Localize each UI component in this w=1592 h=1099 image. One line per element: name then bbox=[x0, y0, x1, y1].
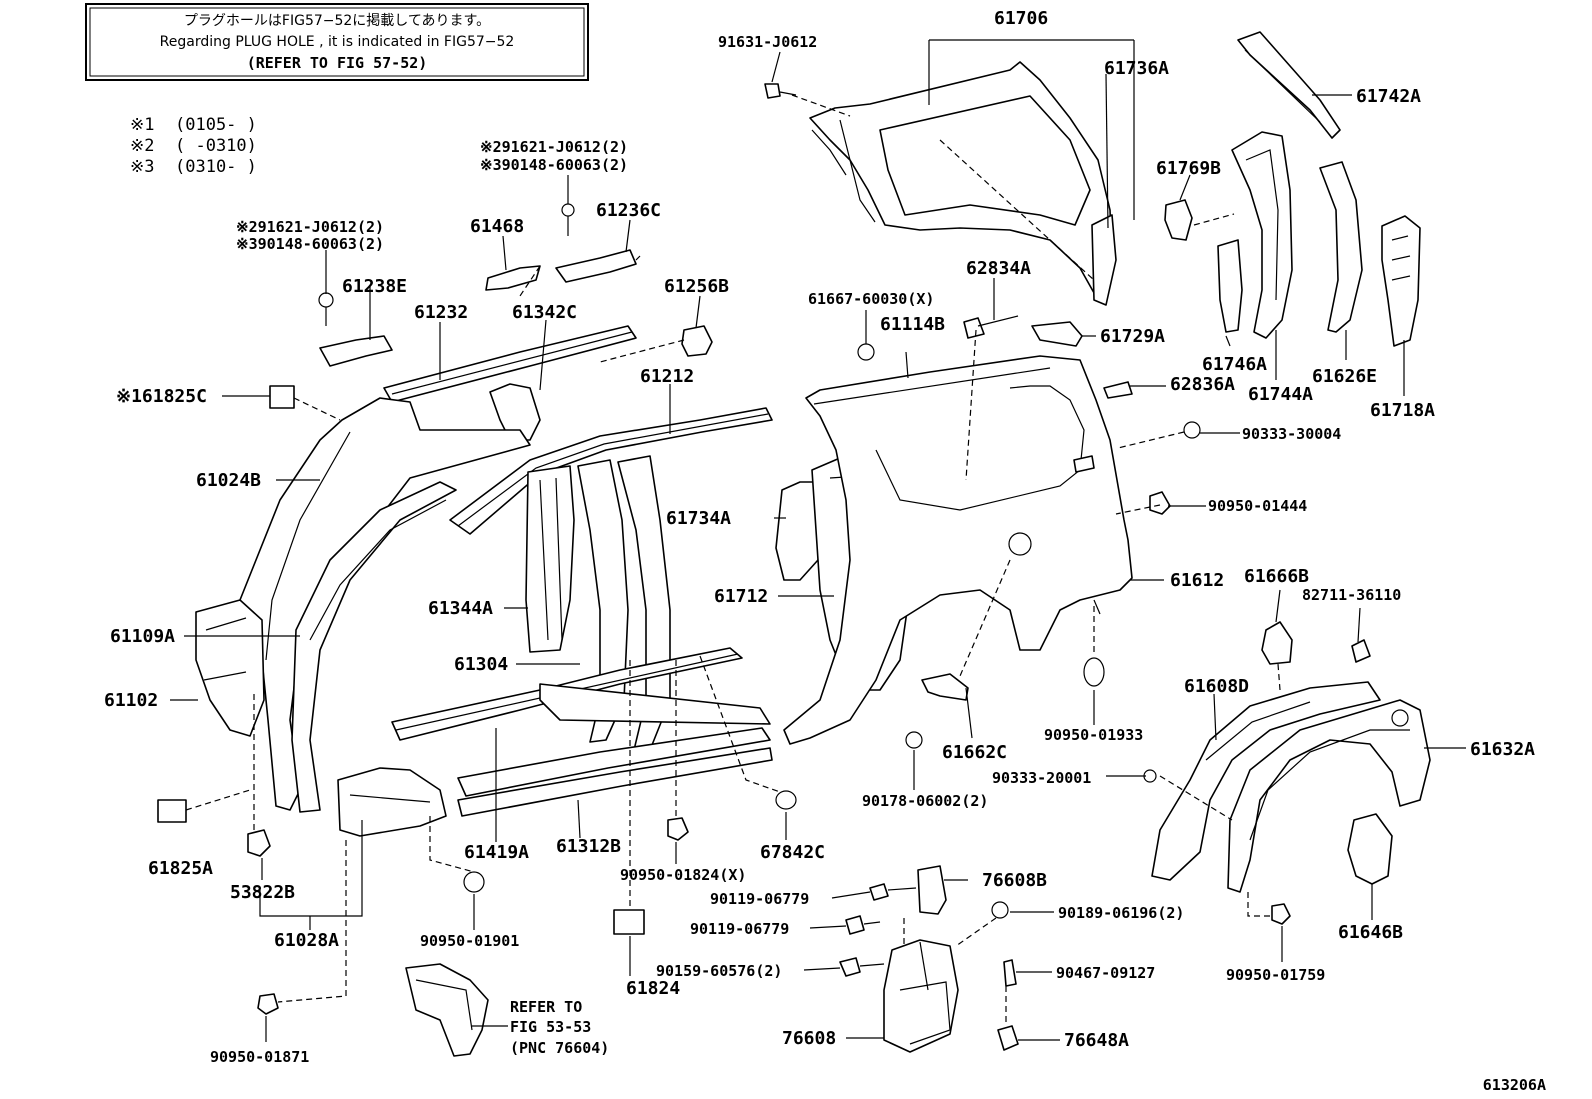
label-61232: 61232 bbox=[414, 302, 468, 323]
label-76608: 76608 bbox=[782, 1028, 836, 1049]
label-61304: 61304 bbox=[454, 654, 508, 675]
serial-range-3: (0310- ) bbox=[175, 157, 257, 177]
label-90467-09127: 90467-09127 bbox=[1056, 964, 1155, 982]
label-61419a: 61419A bbox=[464, 842, 529, 863]
label-61608d: 61608D bbox=[1184, 676, 1249, 697]
serial-range-legend: ※1 (0105- ) ※2 ( -0310) ※3 (0310- ) bbox=[130, 115, 257, 177]
label-61718a: 61718A bbox=[1370, 400, 1435, 421]
label-61729a: 61729A bbox=[1100, 326, 1165, 347]
label-90950-01444: 90950-01444 bbox=[1208, 497, 1307, 515]
label-61742a: 61742A bbox=[1356, 86, 1421, 107]
note-line-3: (REFER TO FIG 57-52) bbox=[247, 54, 428, 72]
label-61746a: 61746A bbox=[1202, 354, 1267, 375]
label-91621-j0612-b: ※291621-J0612(2) bbox=[236, 218, 384, 236]
label-61706: 61706 bbox=[994, 8, 1048, 29]
label-61825a: 61825A bbox=[148, 858, 213, 879]
label-61666b: 61666B bbox=[1244, 566, 1309, 587]
label-76608b: 76608B bbox=[982, 870, 1047, 891]
label-90178-06002: 90178-06002(2) bbox=[862, 792, 988, 810]
note-line-2: Regarding PLUG HOLE , it is indicated in… bbox=[160, 34, 515, 50]
dashed-guide-lines bbox=[185, 94, 1281, 1026]
refer-to-note: REFER TO FIG 53-53 (PNC 76604) bbox=[510, 998, 609, 1057]
label-61028a: 61028A bbox=[274, 930, 339, 951]
label-61769b: 61769B bbox=[1156, 158, 1221, 179]
label-62834a: 62834A bbox=[966, 258, 1031, 279]
label-61736a: 61736A bbox=[1104, 58, 1169, 79]
label-67842c: 67842C bbox=[760, 842, 825, 863]
label-61024b: 61024B bbox=[196, 470, 261, 491]
label-53822b: 53822B bbox=[230, 882, 295, 903]
label-61646b: 61646B bbox=[1338, 922, 1403, 943]
label-62836a: 62836A bbox=[1170, 374, 1235, 395]
label-90333-30004: 90333-30004 bbox=[1242, 425, 1341, 443]
label-61468: 61468 bbox=[470, 216, 524, 237]
label-91621-j0612-a: ※291621-J0612(2) bbox=[480, 138, 628, 156]
label-61825c: ※161825C bbox=[116, 386, 207, 407]
label-90159-60576: 90159-60576(2) bbox=[656, 962, 782, 980]
label-91631-j0612: 91631-J0612 bbox=[718, 33, 817, 51]
label-90148-60063-a: ※390148-60063(2) bbox=[480, 156, 628, 174]
label-61612: 61612 bbox=[1170, 570, 1224, 591]
label-90333-20001: 90333-20001 bbox=[992, 769, 1091, 787]
refer-note-line-1: REFER TO bbox=[510, 998, 582, 1016]
serial-range-1: (0105- ) bbox=[175, 115, 257, 135]
label-61667-60030: 61667-60030(X) bbox=[808, 290, 934, 308]
label-61236c: 61236C bbox=[596, 200, 661, 221]
serial-mark-2: ※2 bbox=[130, 136, 154, 156]
label-61256b: 61256B bbox=[664, 276, 729, 297]
label-61712: 61712 bbox=[714, 586, 768, 607]
label-61734a: 61734A bbox=[666, 508, 731, 529]
label-61312b: 61312B bbox=[556, 836, 621, 857]
label-61824: 61824 bbox=[626, 978, 680, 999]
label-61342c: 61342C bbox=[512, 302, 577, 323]
label-61212: 61212 bbox=[640, 366, 694, 387]
serial-mark-1: ※1 bbox=[130, 115, 154, 135]
label-90950-01824: 90950-01824(X) bbox=[620, 866, 746, 884]
label-90148-60063-b: ※390148-60063(2) bbox=[236, 235, 384, 253]
label-61344a: 61344A bbox=[428, 598, 493, 619]
plug-hole-note: プラグホールはFIG57−52に掲載してあります。 Regarding PLUG… bbox=[85, 3, 589, 81]
label-61632a: 61632A bbox=[1470, 739, 1535, 760]
note-line-1: プラグホールはFIG57−52に掲載してあります。 bbox=[184, 13, 490, 29]
label-61662c: 61662C bbox=[942, 742, 1007, 763]
label-90950-01901: 90950-01901 bbox=[420, 932, 519, 950]
label-90119-06779-a: 90119-06779 bbox=[710, 890, 809, 908]
serial-mark-3: ※3 bbox=[130, 157, 154, 177]
label-61109a: 61109A bbox=[110, 626, 175, 647]
figure-code: 613206A bbox=[1483, 1076, 1546, 1094]
label-61114b: 61114B bbox=[880, 314, 945, 335]
refer-note-line-3: (PNC 76604) bbox=[510, 1039, 609, 1057]
label-90950-01759: 90950-01759 bbox=[1226, 966, 1325, 984]
label-61238e: 61238E bbox=[342, 276, 407, 297]
label-90189-06196: 90189-06196(2) bbox=[1058, 904, 1184, 922]
label-90950-01933: 90950-01933 bbox=[1044, 726, 1143, 744]
part-artwork bbox=[157, 31, 1431, 1057]
serial-range-2: ( -0310) bbox=[175, 136, 257, 156]
label-61626e: 61626E bbox=[1312, 366, 1377, 387]
label-61102: 61102 bbox=[104, 690, 158, 711]
part-labels: 61706 91631-J0612 61736A 61742A 61769B ※… bbox=[104, 8, 1535, 1066]
label-61744a: 61744A bbox=[1248, 384, 1313, 405]
leader-lines bbox=[170, 39, 1466, 1042]
label-90119-06779-b: 90119-06779 bbox=[690, 920, 789, 938]
refer-note-line-2: FIG 53-53 bbox=[510, 1018, 591, 1036]
label-76648a: 76648A bbox=[1064, 1030, 1129, 1051]
label-90950-01871: 90950-01871 bbox=[210, 1048, 309, 1066]
label-82711-36110: 82711-36110 bbox=[1302, 586, 1401, 604]
